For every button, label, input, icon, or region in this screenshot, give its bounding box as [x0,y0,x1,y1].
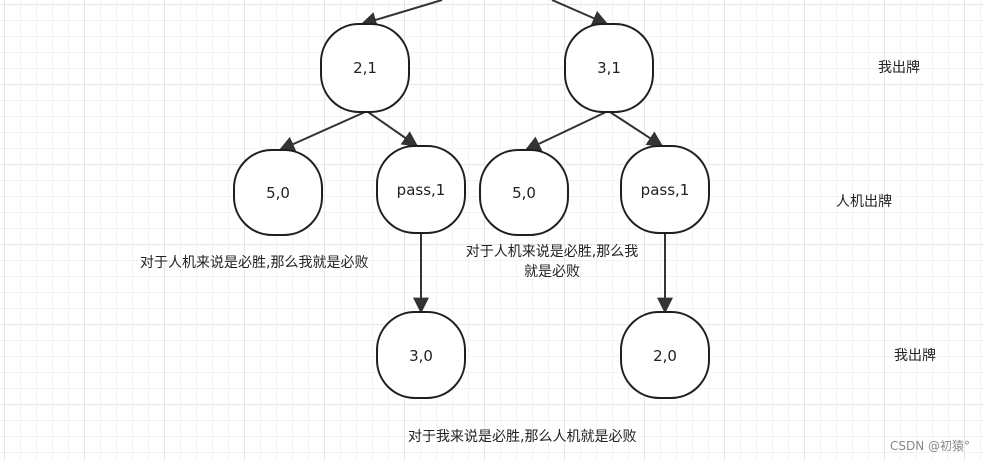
node-5-0-left: 5,0 [233,149,323,236]
note-middle-outcome: 对于人机来说是必胜,那么我 就是必败 [452,242,652,282]
note-left-outcome: 对于人机来说是必胜,那么我就是必败 [140,255,369,271]
node-pass-1-left-label: pass,1 [397,181,446,199]
node-pass-1-left: pass,1 [376,145,466,234]
edge-2-1-to-5-0 [278,111,366,152]
row-label-my-turn-top: 我出牌 [878,60,920,76]
edge-2-1-to-pass-1 [367,111,419,147]
edge-3-1-to-5-0 [524,111,607,152]
row-label-ai-turn: 人机出牌 [836,194,892,210]
node-5-0-left-label: 5,0 [266,184,290,202]
node-5-0-right-label: 5,0 [512,184,536,202]
note-bottom-outcome: 对于我来说是必胜,那么人机就是必败 [408,429,637,445]
node-pass-1-right-label: pass,1 [641,181,690,199]
node-pass-1-right: pass,1 [620,145,710,234]
node-2-1-label: 2,1 [353,59,377,77]
edge-root-to-3-1 [551,0,609,26]
node-2-1: 2,1 [320,23,410,113]
node-3-0-label: 3,0 [409,347,433,365]
row-label-my-turn-bottom: 我出牌 [894,348,936,364]
note-middle-line-2: 就是必败 [524,264,580,280]
node-2-0: 2,0 [620,311,710,399]
node-5-0-right: 5,0 [479,149,569,236]
node-3-0: 3,0 [376,311,466,399]
edge-3-1-to-pass-1 [609,111,664,147]
node-3-1-label: 3,1 [597,59,621,77]
watermark: CSDN @初猿° [890,439,971,453]
edge-root-to-2-1 [360,0,443,28]
node-3-1: 3,1 [564,23,654,113]
node-2-0-label: 2,0 [653,347,677,365]
note-middle-line-1: 对于人机来说是必胜,那么我 [465,244,639,260]
